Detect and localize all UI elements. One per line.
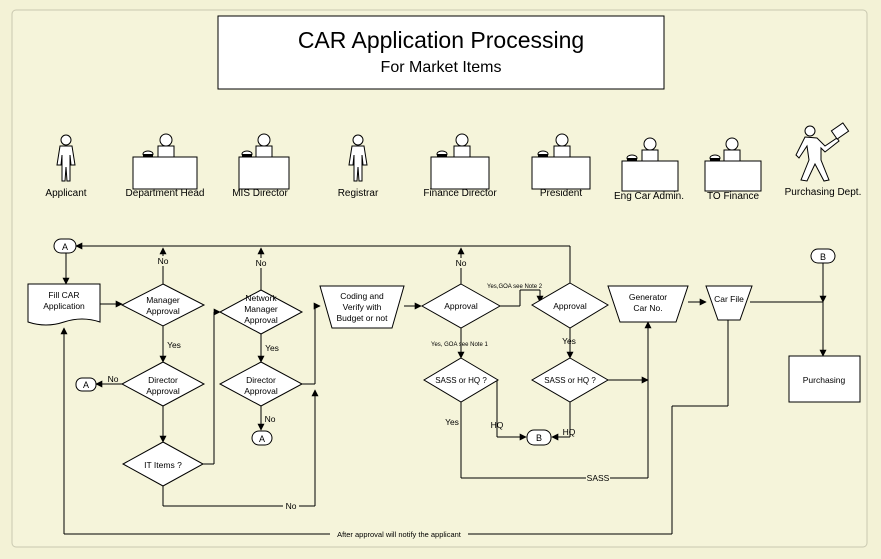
edge-label-no: No (108, 374, 119, 384)
edge-labels: No No Yes Yes No No No No Yes,GOA see No… (108, 256, 610, 539)
page-subtitle: For Market Items (381, 59, 502, 76)
connector-b-label: B (536, 433, 542, 443)
edge-label-no: No (256, 258, 267, 268)
sass-hq-label: SASS or HQ ? (435, 376, 487, 385)
actor-label: Eng Car Admin. (614, 191, 684, 202)
coding-label-1: Coding and (340, 291, 384, 301)
manager-approval-label-1: Manager (146, 295, 180, 305)
edge-label-hq: HQ (491, 420, 504, 430)
purchasing-label: Purchasing (803, 375, 846, 385)
edge-label-no: No (265, 414, 276, 424)
connector-a (53, 238, 77, 254)
sass-hq-label: SASS or HQ ? (544, 376, 596, 385)
actor-label: Finance Director (423, 188, 497, 199)
connector-a-label: A (62, 242, 68, 252)
connector-a-label: A (83, 380, 89, 390)
actor-label: Registrar (338, 188, 379, 199)
person-icon (348, 134, 368, 182)
manager-approval-label-2: Approval (146, 306, 180, 316)
desk-worker-icon (704, 137, 762, 192)
page-title: CAR Application Processing (298, 27, 584, 53)
coding-label-2: Verify with (343, 302, 382, 312)
actor-label: MIS Director (232, 188, 288, 199)
desk-worker-icon (430, 133, 490, 190)
fill-car-label-1: Fill CAR (48, 290, 79, 300)
sass-hq-node (531, 357, 609, 403)
edge-label-yes: Yes (167, 340, 181, 350)
desk-worker-icon (531, 133, 591, 190)
edge-label-no: No (456, 258, 467, 268)
network-manager-label-2: Manager (244, 304, 278, 314)
edge-label-sass: SASS (587, 473, 610, 483)
person-icon (56, 134, 76, 182)
edge-label-no: No (286, 501, 297, 511)
fill-car-node (27, 283, 101, 326)
connector-a (251, 430, 273, 446)
actor-label: Purchasing Dept. (785, 187, 862, 198)
it-items-node (121, 441, 205, 487)
desk-worker-icon (621, 137, 679, 192)
connector-lines (60, 242, 827, 535)
actor-label: President (540, 188, 582, 199)
connector-b (526, 429, 552, 446)
edge-label-goa-note1: Yes, GOA see Note 1 (431, 342, 488, 348)
desk-worker-icon (132, 133, 198, 190)
network-manager-label-3: Approval (244, 315, 278, 325)
car-file-label: Car File (714, 294, 744, 304)
generator-node (607, 285, 689, 323)
it-items-label: IT Items ? (144, 460, 182, 470)
desk-worker-icon (238, 133, 290, 190)
title-box (217, 15, 665, 90)
edge-label-yes: Yes (445, 417, 459, 427)
director-approval-node (218, 361, 304, 407)
courier-icon (795, 122, 850, 182)
edge-label-yes: Yes (265, 343, 279, 353)
approval-node (531, 282, 609, 329)
approval-label: Approval (444, 301, 478, 311)
network-manager-label-1: Network (245, 293, 277, 303)
purchasing-node (788, 355, 861, 403)
generator-label-1: Generator (629, 292, 667, 302)
director-approval-label-1: Director (148, 375, 178, 385)
actor-label: Applicant (45, 188, 86, 199)
director-approval-label-1: Director (246, 375, 276, 385)
car-file-node (705, 285, 753, 321)
edge-label-hq: HQ (563, 427, 576, 437)
edge-label-goa-note2: Yes,GOA see Note 2 (487, 284, 543, 290)
fill-car-label-2: Application (43, 301, 85, 311)
connector-a-label: A (259, 434, 265, 444)
coding-label-3: Budget or not (336, 313, 388, 323)
network-manager-node (218, 289, 304, 335)
director-approval-node (120, 361, 206, 407)
connector-b (810, 248, 836, 264)
coding-verify-node (319, 285, 405, 329)
sass-hq-node (423, 357, 499, 403)
generator-label-2: Car No. (633, 303, 662, 313)
edge-label-notify: After approval will notify the applicant (337, 530, 462, 539)
connector-a (75, 377, 97, 392)
actor-label: Department Head (126, 188, 205, 199)
manager-approval-node (120, 283, 206, 327)
edge-label-no: No (158, 256, 169, 266)
director-approval-label-2: Approval (244, 386, 278, 396)
connector-b-label: B (820, 252, 826, 262)
edge-label-yes: Yes (562, 336, 576, 346)
approval-label: Approval (553, 301, 587, 311)
actor-label: TO Finance (707, 191, 759, 202)
director-approval-label-2: Approval (146, 386, 180, 396)
approval-node (420, 283, 502, 329)
